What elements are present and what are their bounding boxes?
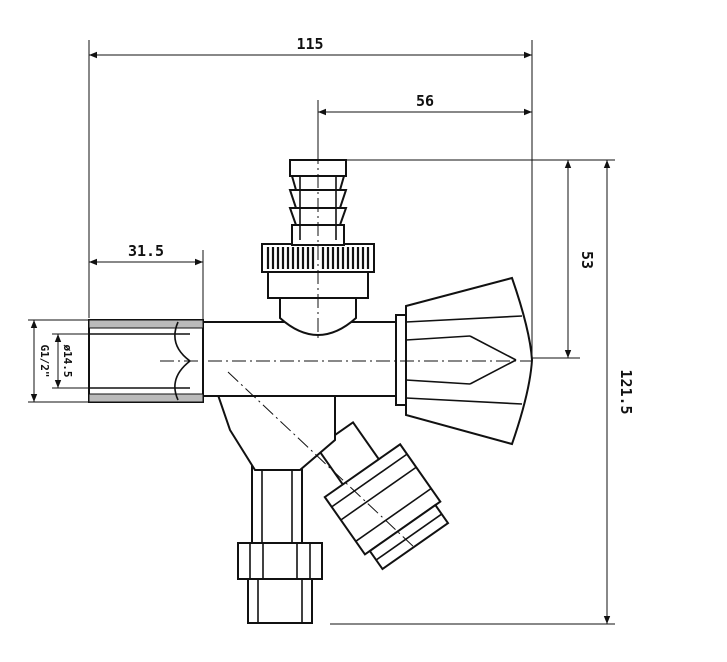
dim-bore: ø14.5 [61,344,74,377]
dim-outlet-height: 53 [578,251,596,269]
dim-outlet-offset: 56 [416,92,434,110]
dim-inlet-length: 31.5 [128,242,164,260]
dim-overall-width: 115 [296,35,323,53]
dim-overall-height: 121.5 [617,369,635,414]
centerlines [160,150,532,549]
dimension-lines [28,40,615,625]
valve-body [88,159,534,624]
filter-cap [323,442,450,571]
dim-thread: G1/2" [38,344,51,377]
